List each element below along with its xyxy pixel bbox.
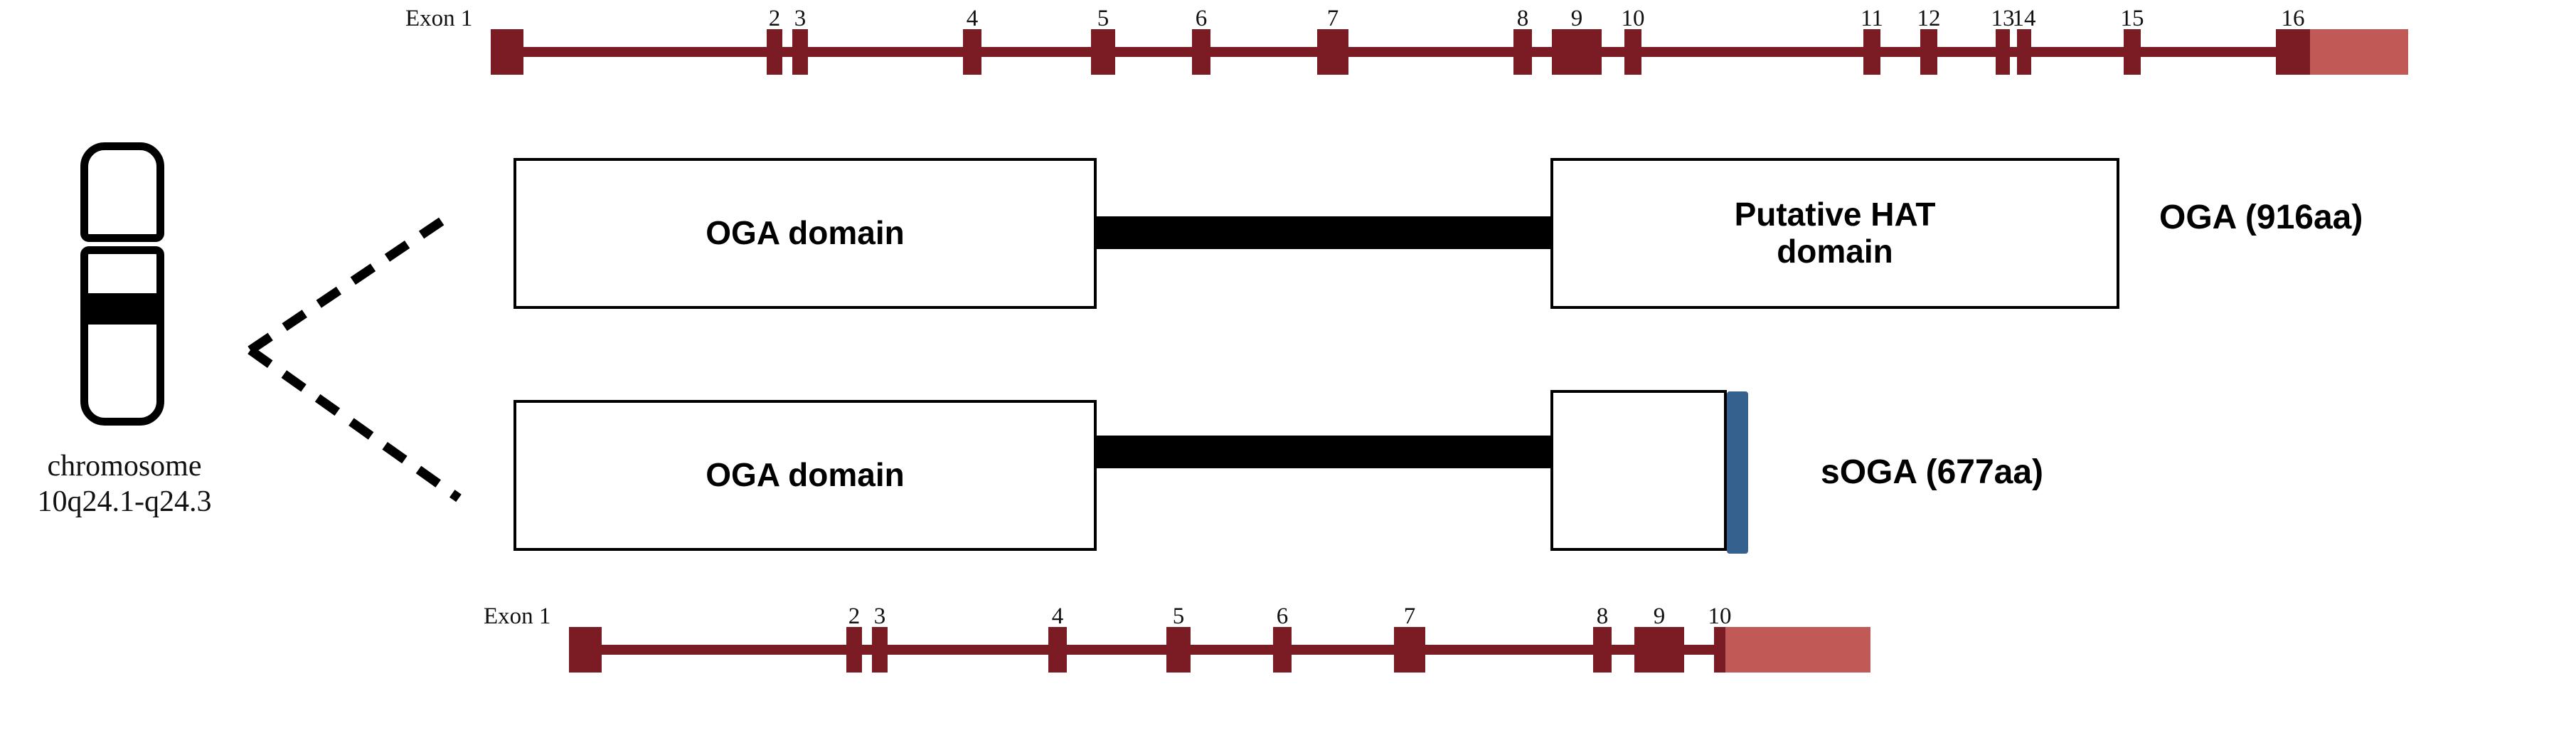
exon-4 <box>1048 627 1067 673</box>
exon-label-13: 13 <box>1991 6 2015 31</box>
soga-name-label: sOGA (677aa) <box>1821 453 2044 491</box>
soga-linker-bar <box>1095 436 1579 468</box>
exon-label-4: 4 <box>1051 603 1064 629</box>
soga-left-domain-label: OGA domain <box>706 456 905 494</box>
exon-label-11: 11 <box>1861 6 1883 31</box>
exon-14 <box>2017 29 2031 75</box>
exon-label-7: 7 <box>1403 603 1416 629</box>
exon-2 <box>846 627 862 673</box>
exon-6 <box>1192 29 1210 75</box>
exon-label-6: 6 <box>1276 603 1289 629</box>
oga-name-label: OGA (916aa) <box>2159 199 2363 236</box>
oga-right-domain-box: Putative HAT domain <box>1550 158 2119 309</box>
exon-12 <box>1920 29 1937 75</box>
exon-label-16: 16 <box>2281 6 2305 31</box>
exon-13 <box>1996 29 2010 75</box>
exon-label-15: 15 <box>2120 6 2144 31</box>
exon-4 <box>963 29 981 75</box>
oga-left-domain-label: OGA domain <box>706 214 905 252</box>
exon-3 <box>872 627 888 673</box>
exon-label-10: 10 <box>1708 603 1732 629</box>
exon-5 <box>1091 29 1115 75</box>
exon-1 <box>491 29 523 75</box>
exon-label-3: 3 <box>873 603 886 629</box>
chromosome-ideogram <box>80 142 164 427</box>
exon-label-4: 4 <box>966 6 979 31</box>
exon-label-8: 8 <box>1596 603 1609 629</box>
exon-3 <box>792 29 808 75</box>
exon-label-7: 7 <box>1326 6 1339 31</box>
exon-label-2: 2 <box>848 603 861 629</box>
exon-label-3: 3 <box>794 6 807 31</box>
chromosome-p-arm <box>80 142 164 242</box>
exon-label-12: 12 <box>1917 6 1941 31</box>
exon-8 <box>1513 29 1532 75</box>
exon-2 <box>767 29 782 75</box>
exon-label-14: 14 <box>2012 6 2036 31</box>
exon-7 <box>1394 627 1425 673</box>
dashed-connector-to-soga <box>248 346 462 502</box>
exon-5 <box>1166 627 1191 673</box>
oga-left-domain-box: OGA domain <box>513 158 1097 309</box>
soga-right-domain-box <box>1550 390 1727 551</box>
exon-6 <box>1273 627 1292 673</box>
exon-label-5: 5 <box>1172 603 1185 629</box>
exon-label-9: 9 <box>1653 603 1666 629</box>
exon-label-5: 5 <box>1097 6 1109 31</box>
soga-cterminal-segment <box>1727 391 1748 554</box>
exon-7 <box>1317 29 1348 75</box>
soga-left-domain-box: OGA domain <box>513 400 1097 551</box>
chromosome-q-arm <box>80 246 164 426</box>
exon-utr-9 <box>1721 627 1870 673</box>
dashed-connector-to-oga <box>248 209 456 354</box>
exon-label-1: Exon 1 <box>484 603 551 629</box>
oga-right-domain-label: Putative HAT domain <box>1734 196 1936 270</box>
exon-16 <box>2276 29 2310 75</box>
exon-8 <box>1593 627 1612 673</box>
exon-label-2: 2 <box>768 6 781 31</box>
exon-15 <box>2124 29 2141 75</box>
exon-utr-16 <box>2310 29 2408 75</box>
exon-9 <box>1552 29 1602 75</box>
exon-1 <box>569 627 602 673</box>
chromosome-band-10q24 <box>80 293 164 325</box>
exon-11 <box>1863 29 1880 75</box>
exon-label-6: 6 <box>1195 6 1208 31</box>
exon-label-1: Exon 1 <box>405 6 473 31</box>
exon-label-9: 9 <box>1570 6 1583 31</box>
chromosome-caption: chromosome 10q24.1-q24.3 <box>37 450 212 519</box>
exon-10 <box>1624 29 1641 75</box>
exon-label-10: 10 <box>1621 6 1645 31</box>
exon-label-8: 8 <box>1516 6 1529 31</box>
intron-line <box>569 645 1870 655</box>
exon-9 <box>1634 627 1684 673</box>
oga-linker-bar <box>1095 216 1579 249</box>
exon-10 <box>1714 627 1725 673</box>
